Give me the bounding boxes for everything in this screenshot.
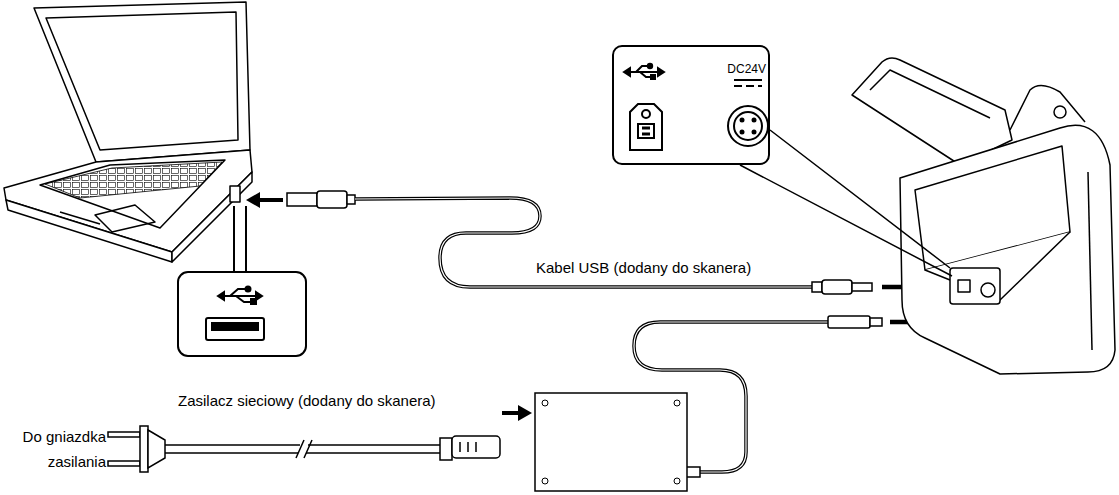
part-label: Kabel USB (dodany do skanera) [534, 258, 753, 278]
usb-symbol [218, 287, 262, 305]
connector-inset: DC24V [612, 45, 770, 165]
part-label: Zasilacz sieciowy (dodany do skanera) [176, 391, 438, 411]
usb-port-callout [178, 272, 306, 356]
part-label: Do gniazdka zasilania [0, 424, 108, 474]
laptop-usb-port [230, 186, 240, 202]
power-adapter [535, 393, 687, 491]
scanner [852, 58, 1115, 374]
dc-plug [828, 316, 870, 328]
laptop-base [4, 150, 252, 252]
port-label: DC24V [727, 63, 766, 75]
usb-b-plug [822, 280, 852, 294]
ac-connector [452, 436, 500, 458]
mains-plug-prongs [108, 432, 140, 466]
laptop-lid [34, 2, 250, 162]
usb-a-plug [287, 193, 317, 206]
